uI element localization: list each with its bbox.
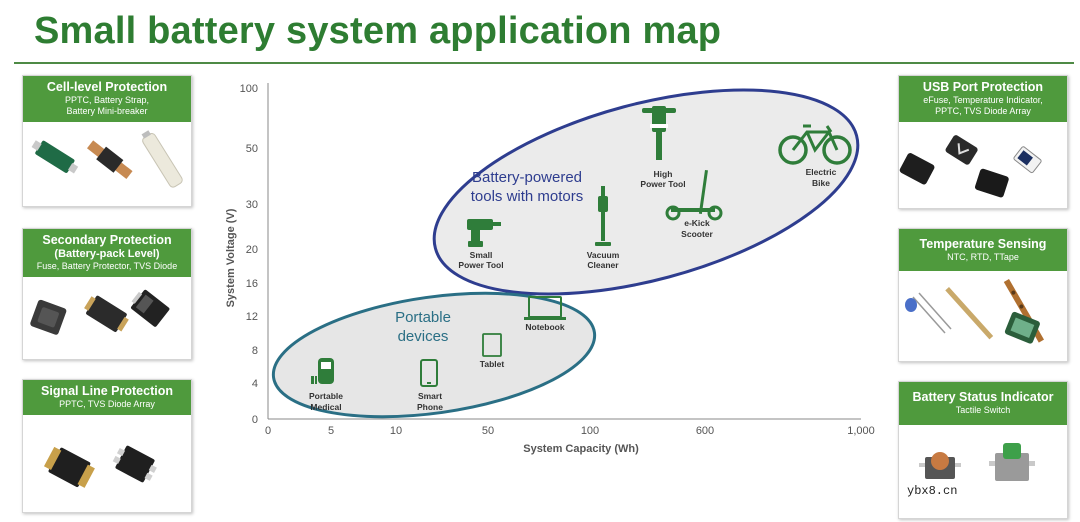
- y-tick-label: 12: [246, 311, 258, 323]
- jackhammer-icon: [642, 106, 676, 160]
- card-image-area: [899, 122, 1067, 208]
- motor-tools-label-line2: tools with motors: [471, 188, 584, 205]
- tablet-icon: [482, 333, 502, 357]
- card-temperature-sensing: Temperature Sensing NTC, RTD, TTape: [898, 228, 1068, 362]
- x-tick-label: 10: [390, 425, 402, 437]
- tvs-diode-array-icon: [43, 445, 157, 488]
- page-title: Small battery system application map: [34, 10, 722, 52]
- portable-devices-label-line1: Portable: [395, 309, 451, 326]
- portable-devices-ellipse: [271, 291, 597, 419]
- app-label-small-power-tool-1: Small: [470, 250, 493, 260]
- x-tick-label: 5: [328, 425, 334, 437]
- app-label-smart-phone-2: Phone: [417, 402, 443, 412]
- app-label-high-power-tool-1: High: [654, 169, 673, 179]
- card-image-area: [899, 271, 1067, 361]
- card-header: USB Port Protection eFuse, Temperature I…: [899, 76, 1067, 122]
- x-tick-label: 600: [696, 425, 714, 437]
- card-subtitle: PPTC, TVS Diode Array: [59, 399, 155, 409]
- card-cell-level-protection: Cell-level Protection PPTC, Battery Stra…: [22, 75, 192, 207]
- app-label-tablet: Tablet: [480, 359, 505, 369]
- drill-icon: [467, 219, 501, 247]
- card-battery-status-indicator: Battery Status Indicator Tactile Switch: [898, 381, 1068, 519]
- portable-devices-label-line2: devices: [398, 328, 449, 345]
- card-subtitle: Fuse, Battery Protector, TVS Diode: [36, 261, 178, 271]
- y-axis-title: System Voltage (V): [225, 208, 237, 307]
- x-tick-label: 0: [265, 425, 271, 437]
- card-title: Temperature Sensing: [919, 237, 1047, 251]
- glucose-meter-icon: [311, 358, 334, 384]
- bicycle-icon: [778, 124, 852, 165]
- card-subtitle: Battery Mini-breaker: [66, 106, 148, 116]
- y-tick-label: 16: [246, 278, 258, 290]
- card-title: Battery Status Indicator: [912, 390, 1054, 404]
- card-secondary-protection: Secondary Protection (Battery-pack Level…: [22, 228, 192, 360]
- y-tick-label: 50: [246, 143, 258, 155]
- app-label-notebook: Notebook: [525, 322, 564, 332]
- battery-protection-devices-icon: [31, 130, 183, 188]
- y-tick-label: 0: [252, 414, 258, 426]
- card-title-line2: (Battery-pack Level): [54, 248, 160, 260]
- smartphone-icon: [420, 359, 438, 387]
- watermark-text: ybx8.cn: [907, 484, 958, 498]
- card-header: Battery Status Indicator Tactile Switch: [899, 382, 1067, 425]
- card-image-area: [23, 122, 191, 206]
- card-subtitle: NTC, RTD, TTape: [947, 252, 1019, 262]
- card-title: Signal Line Protection: [41, 384, 173, 398]
- card-image-area: [23, 415, 191, 512]
- card-title: USB Port Protection: [922, 80, 1044, 94]
- motor-tools-label-line1: Battery-powered: [472, 169, 582, 186]
- card-header: Secondary Protection (Battery-pack Level…: [23, 229, 191, 277]
- app-label-e-kick-scooter-1: e-Kick: [684, 218, 710, 228]
- x-tick-label: 50: [482, 425, 494, 437]
- app-label-portable-medical-2: Medical: [310, 402, 341, 412]
- vacuum-icon: [595, 186, 611, 246]
- card-header: Cell-level Protection PPTC, Battery Stra…: [23, 76, 191, 122]
- laptop-icon: [524, 296, 566, 320]
- card-subtitle: Tactile Switch: [955, 405, 1011, 415]
- card-title: Cell-level Protection: [46, 80, 168, 94]
- motor-tools-ellipse: [432, 88, 860, 296]
- y-tick-label: 20: [246, 244, 258, 256]
- card-image-area: [899, 425, 1067, 518]
- app-label-small-power-tool-2: Power Tool: [458, 260, 503, 270]
- card-usb-port-protection: USB Port Protection eFuse, Temperature I…: [898, 75, 1068, 209]
- app-label-smart-phone-1: Smart: [418, 391, 442, 401]
- title-divider: [14, 62, 1074, 64]
- app-labels: Portable Medical Smart Phone Tablet Note…: [309, 167, 837, 412]
- x-tick-label: 100: [581, 425, 599, 437]
- card-title: Secondary Protection: [42, 233, 172, 247]
- y-tick-label: 4: [252, 378, 258, 390]
- card-header: Temperature Sensing NTC, RTD, TTape: [899, 229, 1067, 271]
- efuse-indicator-icon: [899, 135, 1042, 198]
- app-label-vacuum-cleaner-1: Vacuum: [587, 250, 620, 260]
- fuse-protector-tvs-icon: [30, 289, 170, 335]
- ntc-rtd-ttape-icon: [905, 279, 1044, 344]
- y-tick-label: 100: [240, 83, 258, 95]
- card-signal-line-protection: Signal Line Protection PPTC, TVS Diode A…: [22, 379, 192, 513]
- card-header: Signal Line Protection PPTC, TVS Diode A…: [23, 380, 191, 415]
- card-image-area: [23, 277, 191, 359]
- app-label-high-power-tool-2: Power Tool: [640, 179, 685, 189]
- x-tick-label: 1,000: [847, 425, 875, 437]
- y-tick-label: 8: [252, 345, 258, 357]
- x-tick-labels: 0 5 10 50 100 600 1,000: [265, 425, 875, 437]
- app-label-electric-bike-1: Electric: [806, 167, 837, 177]
- app-label-vacuum-cleaner-2: Cleaner: [587, 260, 619, 270]
- card-subtitle: PPTC, Battery Strap,: [64, 95, 150, 105]
- tactile-switch-icon: [919, 443, 1035, 481]
- card-subtitle: eFuse, Temperature Indicator,: [923, 95, 1043, 105]
- scooter-icon: [665, 170, 723, 221]
- app-label-e-kick-scooter-2: Scooter: [681, 229, 713, 239]
- y-tick-label: 30: [246, 199, 258, 211]
- card-subtitle: PPTC, TVS Diode Array: [935, 106, 1031, 116]
- x-axis-title: System Capacity (Wh): [523, 443, 639, 455]
- app-label-electric-bike-2: Bike: [812, 178, 830, 188]
- app-label-portable-medical-1: Portable: [309, 391, 343, 401]
- y-tick-labels: 0 4 8 12 16 20 30 50 100: [240, 83, 258, 426]
